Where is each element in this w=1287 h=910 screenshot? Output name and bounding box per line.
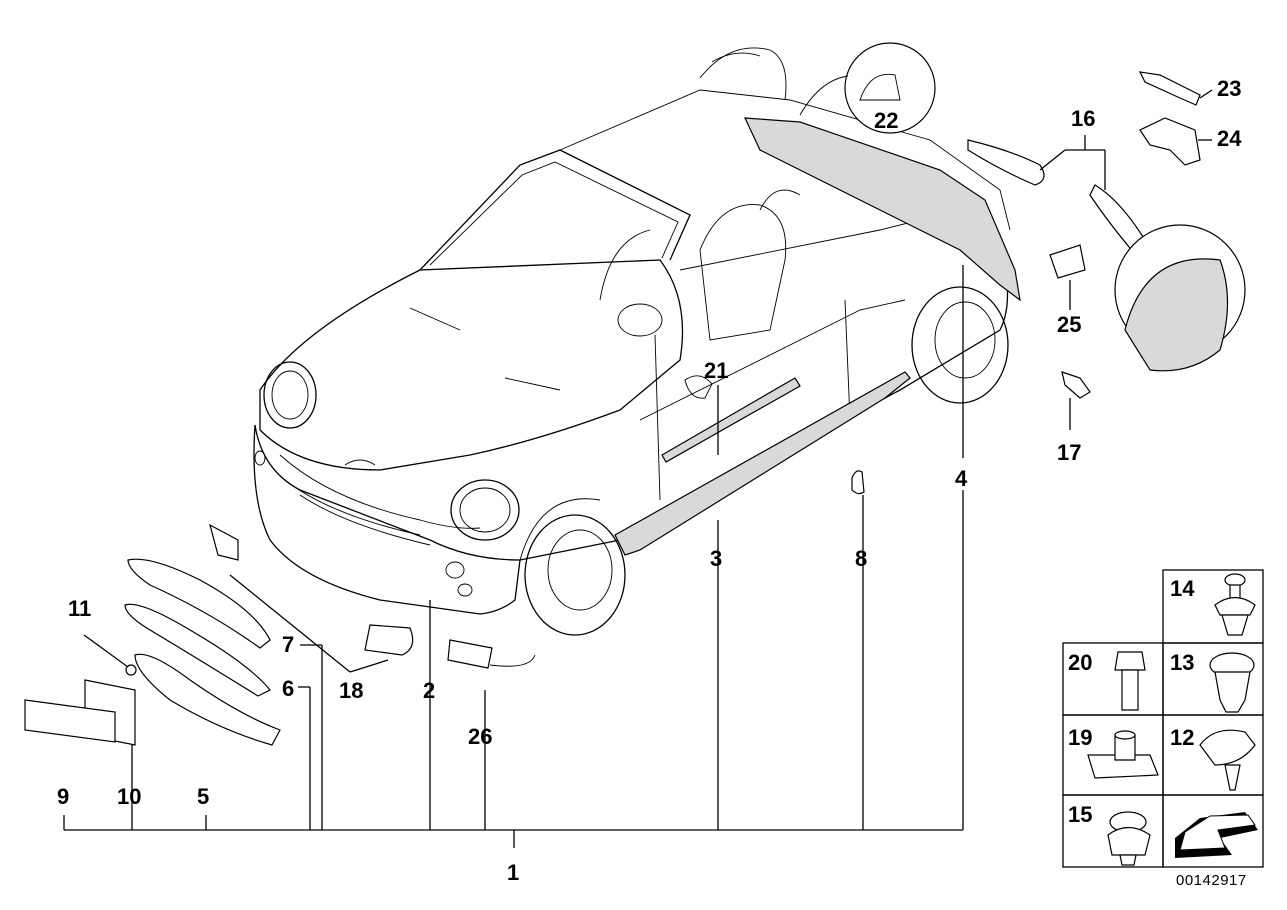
- label-8: 8: [855, 546, 868, 571]
- part-23-bracket: [1138, 71, 1201, 106]
- label-23: 23: [1217, 76, 1242, 101]
- part-25-clip: [1049, 244, 1086, 279]
- part-6-grille-lower: [124, 603, 271, 697]
- label-20: 20: [1068, 650, 1093, 675]
- part-12-clip: [1199, 729, 1256, 766]
- part-16-trim-left: [967, 139, 1045, 186]
- label-9: 9: [57, 784, 70, 809]
- part-3-side-skirt: [614, 371, 911, 556]
- part-22-detail-circle: [844, 42, 936, 134]
- label-26: 26: [468, 724, 493, 749]
- label-21: 21: [704, 358, 729, 383]
- label-18: 18: [339, 678, 364, 703]
- part-14-screw: [1224, 573, 1246, 587]
- part-21-sill-strip: [661, 377, 801, 463]
- fastener-grid: [1062, 569, 1264, 868]
- label-11: 11: [68, 596, 92, 621]
- part-18-fog-cover: [364, 624, 414, 656]
- part-11-plug: [125, 664, 137, 676]
- part-26-reflector: [447, 639, 493, 669]
- label-1: 1: [507, 860, 520, 885]
- part-8-cover: [851, 470, 865, 495]
- label-2: 2: [423, 678, 436, 703]
- label-3: 3: [710, 546, 723, 571]
- leader-lines: [63, 89, 1213, 848]
- label-15: 15: [1068, 802, 1093, 827]
- label-6: 6: [282, 676, 295, 701]
- part-17-bracket: [1061, 371, 1091, 399]
- label-10: 10: [117, 784, 142, 809]
- label-5: 5: [197, 784, 210, 809]
- label-14: 14: [1170, 576, 1195, 601]
- part-9-plate: [24, 699, 116, 743]
- part-20-bolt: [1114, 651, 1146, 671]
- drawing-number: 00142917: [1176, 872, 1247, 889]
- label-12: 12: [1170, 725, 1195, 750]
- part-4-rear-bumper: [744, 117, 1021, 302]
- label-13: 13: [1170, 650, 1195, 675]
- label-25: 25: [1057, 312, 1082, 337]
- part-5-bumper-trim: [134, 653, 281, 746]
- label-7: 7: [282, 632, 295, 657]
- label-19: 19: [1068, 725, 1093, 750]
- label-16: 16: [1071, 106, 1096, 131]
- part-7-grille-upper: [127, 558, 271, 649]
- label-4: 4: [955, 466, 968, 491]
- label-17: 17: [1057, 440, 1082, 465]
- label-24: 24: [1217, 126, 1242, 151]
- part-24-clip: [1139, 117, 1201, 166]
- label-22: 22: [874, 108, 899, 133]
